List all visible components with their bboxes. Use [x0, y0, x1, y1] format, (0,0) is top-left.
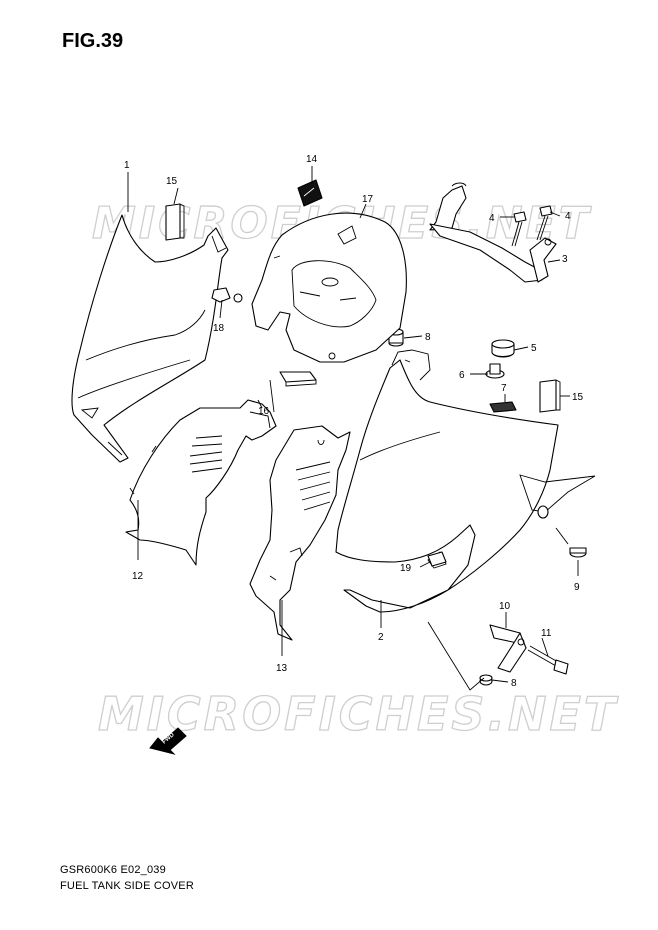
leader-lines	[127, 166, 579, 691]
part-13-inner-cover-right	[249, 425, 351, 641]
callout-7: 7	[501, 383, 507, 394]
callout-1: 1	[124, 160, 130, 171]
callout-2: 2	[378, 632, 384, 643]
part-15-cushion-right	[539, 379, 561, 413]
callout-10: 10	[499, 601, 511, 612]
part-3-bracket	[429, 182, 557, 283]
callout-8b: 8	[511, 678, 517, 689]
model-code: GSR600K6 E02_039	[60, 864, 166, 876]
callout-19: 19	[400, 563, 412, 574]
part-19-clip	[427, 551, 447, 567]
callout-3: 3	[562, 254, 568, 265]
part-12-inner-cover-left	[125, 399, 277, 566]
part-5-grommet	[491, 339, 515, 358]
part-1-left-cover	[71, 214, 229, 463]
callout-15b: 15	[572, 392, 584, 403]
callout-17: 17	[362, 194, 374, 205]
part-15-cushion-left	[165, 203, 185, 241]
callout-16: 16	[258, 406, 270, 417]
callout-4a: 4	[489, 213, 495, 224]
callout-11: 11	[541, 628, 552, 639]
callout-6: 6	[459, 370, 465, 381]
callout-15a: 15	[166, 176, 178, 187]
callout-4b: 4	[565, 211, 571, 222]
callout-9: 9	[574, 582, 580, 593]
figure-title: FIG.39	[62, 30, 124, 52]
part-11-bolt	[527, 645, 569, 675]
part-16-pad	[279, 371, 317, 387]
callout-18: 18	[213, 323, 225, 334]
part-10-bracket	[489, 624, 527, 673]
part-9-screw	[555, 527, 587, 558]
part-4-bolts	[511, 205, 553, 247]
part-7-pad	[489, 401, 517, 413]
part-6-collar	[485, 363, 505, 379]
part-17-center-cover	[251, 212, 407, 363]
watermark-bottom: MICROFICHES.NET	[98, 687, 619, 741]
callout-8a: 8	[425, 332, 431, 343]
callout-13: 13	[276, 663, 288, 674]
part-18-nut	[211, 287, 243, 303]
callout-12: 12	[132, 571, 144, 582]
part-14-emblem	[297, 179, 323, 207]
callout-5: 5	[531, 343, 537, 354]
figure-name: FUEL TANK SIDE COVER	[60, 880, 194, 892]
callout-14: 14	[306, 154, 318, 165]
